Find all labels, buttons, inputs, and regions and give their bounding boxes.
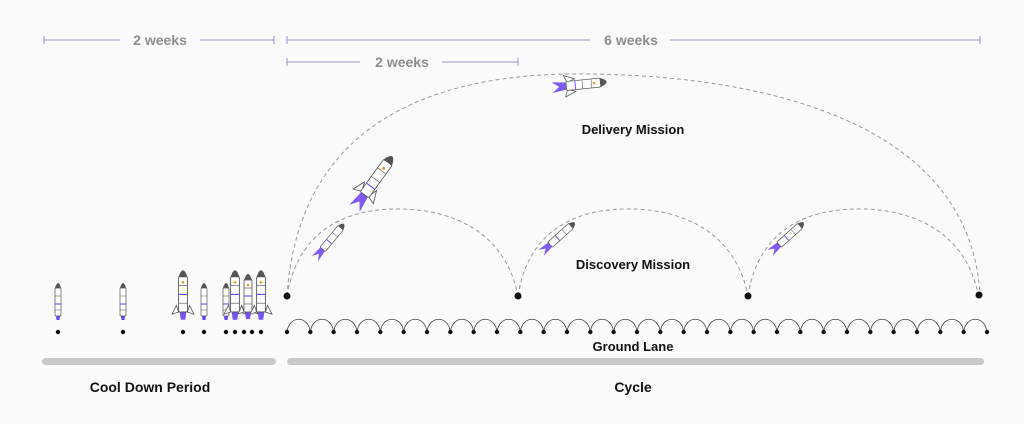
ground-loop <box>729 318 755 333</box>
rocket-icon <box>249 269 273 321</box>
rocket-icon <box>119 282 127 321</box>
rocket-icon <box>767 219 807 257</box>
ground-loop <box>613 318 638 333</box>
node-dot-icon <box>891 329 896 335</box>
discovery-arc-1 <box>286 208 519 297</box>
ground-loop <box>543 318 568 333</box>
cycle-label: Cycle <box>614 379 652 395</box>
dimension-discovery <box>286 58 519 66</box>
cycle-bar <box>287 358 984 365</box>
ground-loop <box>286 318 311 333</box>
node-dot-icon <box>494 329 500 335</box>
node-dot-icon <box>378 329 383 335</box>
node-dot-icon <box>938 329 943 335</box>
rocket-icon <box>550 70 609 99</box>
ground-lane-label: Ground Lane <box>593 339 674 354</box>
ground-loop <box>426 318 451 333</box>
discovery-mission-label: Discovery Mission <box>576 257 690 272</box>
node-dot-icon <box>798 329 803 335</box>
node-dot-icon <box>471 329 476 335</box>
ground-lane <box>284 318 990 335</box>
ground-loop <box>799 318 825 333</box>
node-dot-icon <box>518 329 523 335</box>
rocket-icon <box>54 282 62 321</box>
cooldown-period-label: Cool Down Period <box>90 379 211 395</box>
node-dot-icon <box>681 329 686 335</box>
node-dot-icon <box>541 329 546 335</box>
rocket-icon <box>538 219 578 257</box>
node-dot-icon <box>284 329 290 335</box>
ground-loop <box>846 318 871 333</box>
ground-loop <box>869 318 895 333</box>
node-dot-icon <box>588 329 593 335</box>
node-dot-icon <box>514 292 522 300</box>
cooldown-dots <box>55 329 264 335</box>
discovery-duration-label: 2 weeks <box>375 54 429 70</box>
node-dot-icon <box>961 329 966 335</box>
ground-loop <box>753 318 778 333</box>
ground-loop <box>309 318 335 333</box>
node-dot-icon <box>821 329 826 335</box>
ground-loop <box>776 318 801 333</box>
ground-loop <box>519 318 545 333</box>
node-dot-icon <box>611 329 616 335</box>
node-dot-icon <box>283 292 291 300</box>
discovery-arc-2 <box>517 208 749 297</box>
ground-loop <box>403 318 428 333</box>
node-dot-icon <box>868 329 873 335</box>
ground-loop <box>683 318 708 333</box>
node-dot-icon <box>634 329 640 335</box>
mission-nodes <box>283 291 983 300</box>
node-dot-icon <box>331 329 336 335</box>
ground-loop <box>473 318 498 333</box>
node-dot-icon <box>448 329 453 335</box>
ground-loop <box>893 318 918 333</box>
ground-loop <box>916 318 941 333</box>
ground-loop <box>589 318 615 333</box>
node-dot-icon <box>424 329 430 335</box>
cycle-duration-label: 6 weeks <box>604 32 658 48</box>
discovery-arcs <box>286 208 979 297</box>
cooldown-bar <box>42 358 276 365</box>
node-dot-icon <box>308 329 313 335</box>
node-dot-icon <box>975 291 983 299</box>
cooldown-duration-label: 2 weeks <box>133 32 187 48</box>
node-dot-icon <box>658 329 663 335</box>
dimension-cycle <box>286 36 981 44</box>
rocket-icon <box>343 148 403 217</box>
delivery-mission-label: Delivery Mission <box>582 122 685 137</box>
ground-loop <box>566 318 591 333</box>
node-dot-icon <box>704 329 710 335</box>
ground-loop <box>706 318 731 333</box>
node-dot-icon <box>914 329 920 335</box>
ground-loop <box>659 318 685 333</box>
rocket-icon <box>200 282 208 321</box>
node-dot-icon <box>984 329 990 335</box>
node-dot-icon <box>354 329 360 335</box>
delivery-arc <box>286 73 981 297</box>
discovery-arc-3 <box>747 208 979 297</box>
node-dot-icon <box>751 329 756 335</box>
rocket-icon <box>171 269 195 321</box>
ground-loop <box>939 318 965 333</box>
node-dot-icon <box>744 292 752 300</box>
ground-loop <box>379 318 405 333</box>
ground-loop <box>636 318 661 333</box>
node-dot-icon <box>774 329 780 335</box>
node-dot-icon <box>844 329 850 335</box>
dimension-cooldown <box>43 36 275 44</box>
ground-loop <box>496 318 521 333</box>
node-dot-icon <box>401 329 406 335</box>
ground-loop <box>449 318 475 333</box>
rocket-icon <box>311 220 348 262</box>
ground-loop <box>823 318 848 333</box>
node-dot-icon <box>728 329 733 335</box>
node-dot-icon <box>564 329 570 335</box>
ground-loop <box>963 318 988 333</box>
ground-loop <box>356 318 381 333</box>
cooldown-rockets <box>54 269 273 321</box>
ground-loop <box>333 318 358 333</box>
